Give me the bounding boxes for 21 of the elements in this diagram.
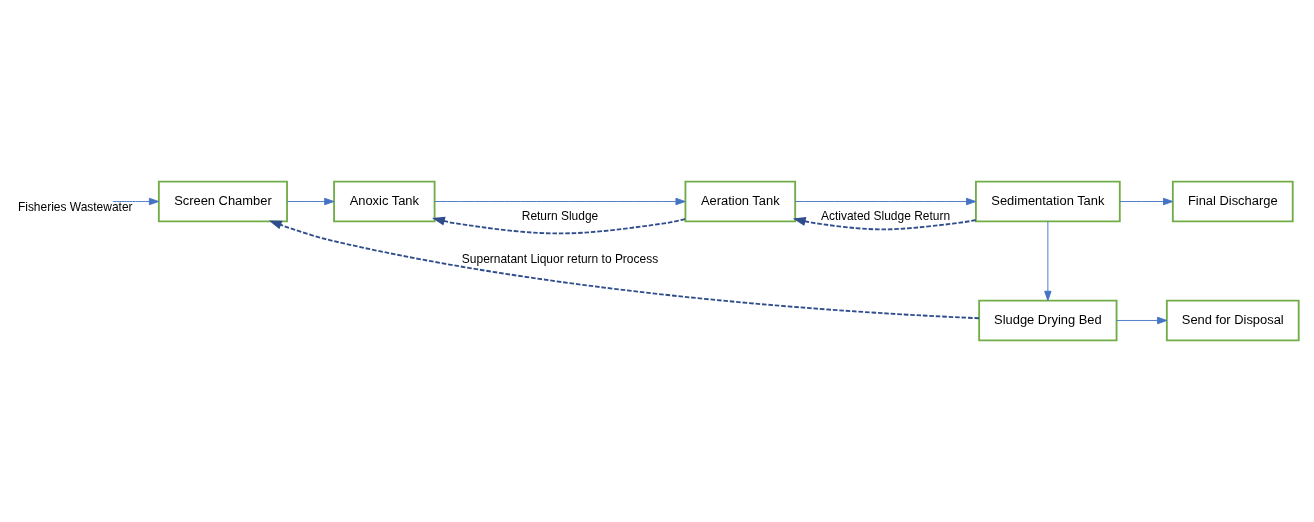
arrow	[792, 217, 977, 231]
edge-label: Activated Sludge Return	[821, 209, 951, 224]
node-box: Sedimentation Tank	[975, 180, 1121, 223]
node-box: Send for Disposal	[1165, 299, 1300, 342]
node-box: Sludge Drying Bed	[978, 299, 1118, 342]
arrow	[112, 197, 160, 206]
arrow	[434, 197, 686, 206]
node-box: Final Discharge	[1171, 180, 1294, 223]
arrow	[1044, 221, 1052, 301]
edge-label: Fisheries Wastewater	[17, 200, 133, 215]
node-box: Anoxic Tank	[333, 180, 436, 223]
arrow	[1116, 316, 1168, 325]
edge-label: Supernatant Liquor return to Process	[461, 251, 659, 266]
arrow	[431, 216, 686, 235]
arrow	[286, 197, 335, 206]
arrow	[794, 197, 977, 206]
node-box: Screen Chamber	[157, 180, 288, 223]
edge-label: Return Sludge	[521, 209, 599, 224]
node-box: Aeration Tank	[684, 180, 797, 223]
arrow	[1119, 197, 1174, 206]
arrow	[268, 220, 980, 320]
